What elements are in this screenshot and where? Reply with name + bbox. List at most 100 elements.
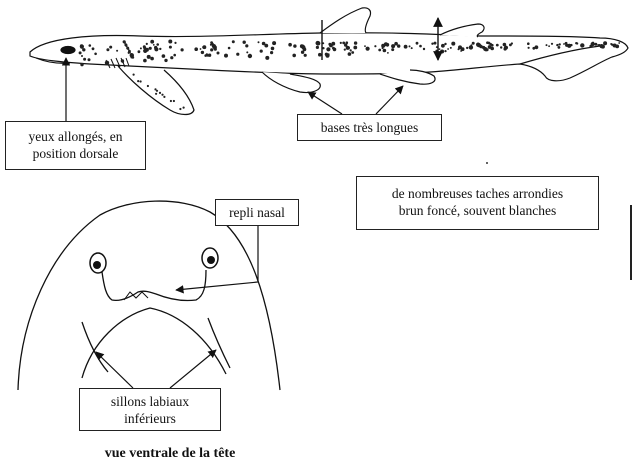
spots-label-line2: brun foncé, souvent blanches bbox=[363, 202, 592, 219]
skin-spot bbox=[340, 42, 342, 44]
nasal-label: repli nasal bbox=[222, 204, 292, 221]
skin-spot bbox=[208, 54, 211, 57]
spots-label-line1: de nombreuses taches arrondies bbox=[363, 185, 592, 202]
skin-spot bbox=[150, 40, 154, 44]
eyes-label-line1: yeux allongés, en bbox=[12, 128, 139, 145]
skin-spot bbox=[213, 45, 217, 49]
skin-spot bbox=[270, 51, 273, 54]
skin-spot bbox=[232, 40, 235, 43]
skin-spot bbox=[439, 48, 441, 50]
skin-spot bbox=[351, 51, 354, 54]
skin-spot bbox=[451, 42, 455, 46]
skin-spot bbox=[170, 56, 173, 59]
skin-spot bbox=[444, 43, 446, 45]
skin-spot bbox=[138, 50, 141, 53]
skin-spot bbox=[411, 47, 413, 49]
skin-spot bbox=[80, 63, 83, 66]
skin-spot bbox=[156, 43, 159, 46]
figure-caption: vue ventrale de la tête bbox=[60, 446, 280, 462]
skin-spot bbox=[328, 53, 330, 55]
skin-spot bbox=[224, 54, 228, 58]
skin-spot bbox=[248, 54, 252, 58]
skin-spot bbox=[179, 108, 181, 110]
skin-spot bbox=[94, 53, 97, 56]
skin-spot bbox=[558, 46, 561, 49]
skin-spot bbox=[292, 54, 296, 58]
skin-spot bbox=[154, 46, 157, 49]
skin-spot bbox=[318, 53, 322, 57]
skin-spot bbox=[147, 85, 149, 87]
groove-pointer-left bbox=[96, 352, 133, 388]
skin-spot bbox=[265, 56, 269, 60]
skin-spot bbox=[210, 48, 213, 51]
skin-spot bbox=[461, 47, 465, 51]
skin-spot bbox=[383, 49, 387, 53]
skin-spot bbox=[546, 44, 548, 46]
skin-spot bbox=[480, 45, 483, 48]
skin-spot bbox=[350, 49, 352, 51]
skin-spot bbox=[592, 42, 595, 45]
skin-spot bbox=[409, 45, 411, 47]
skin-spot bbox=[262, 42, 266, 46]
skin-spot bbox=[243, 41, 246, 44]
bases-label: bases très longues bbox=[304, 119, 435, 136]
skin-spot bbox=[423, 48, 425, 50]
skin-spot bbox=[246, 51, 248, 53]
skin-spot bbox=[486, 41, 489, 44]
skin-spot bbox=[159, 92, 161, 94]
skin-spot bbox=[109, 46, 112, 49]
skin-spot bbox=[364, 45, 366, 47]
skin-spot bbox=[105, 61, 109, 65]
first-dorsal-fin bbox=[320, 8, 371, 33]
skin-spot bbox=[329, 44, 333, 48]
skin-spot bbox=[293, 44, 296, 47]
skin-spot bbox=[484, 48, 488, 52]
skin-spot bbox=[143, 47, 146, 50]
skin-spot bbox=[159, 48, 161, 50]
skin-spot bbox=[202, 46, 205, 49]
grooves-label-line1: sillons labiaux bbox=[86, 393, 214, 410]
skin-spot bbox=[394, 42, 398, 46]
skin-spot bbox=[556, 44, 558, 46]
skin-spot bbox=[496, 44, 499, 47]
skin-spot bbox=[133, 74, 135, 76]
skin-spot bbox=[245, 44, 248, 47]
skin-spot bbox=[353, 46, 357, 50]
second-dorsal-fin bbox=[440, 24, 484, 37]
skin-spot bbox=[391, 44, 395, 48]
skin-spot bbox=[140, 80, 142, 82]
skin-spot bbox=[88, 58, 91, 61]
skin-spot bbox=[116, 50, 118, 52]
skin-spot bbox=[80, 45, 84, 49]
skin-spot bbox=[147, 55, 151, 59]
skin-spot bbox=[563, 43, 565, 45]
skin-spot bbox=[447, 48, 449, 50]
skin-spot bbox=[155, 93, 157, 95]
skin-spot bbox=[384, 42, 388, 46]
skin-spot bbox=[79, 51, 82, 54]
skin-spot bbox=[288, 43, 292, 47]
skin-spot bbox=[272, 41, 276, 45]
skin-spot bbox=[466, 47, 468, 49]
page-edge-mark bbox=[630, 205, 632, 280]
skin-spot bbox=[431, 43, 433, 45]
skin-spot bbox=[168, 40, 172, 44]
groove-pointer-right bbox=[170, 350, 216, 388]
skin-spot bbox=[594, 43, 597, 46]
skin-spot bbox=[344, 43, 347, 46]
skin-spot bbox=[551, 43, 553, 45]
skin-spot bbox=[161, 94, 163, 96]
skin-spot bbox=[92, 47, 95, 50]
skin-spot bbox=[200, 48, 202, 50]
skin-spot bbox=[236, 53, 239, 56]
skin-spot bbox=[570, 44, 572, 46]
bases-label-box: bases très longues bbox=[297, 114, 442, 141]
skin-spot bbox=[491, 44, 494, 47]
skin-spot bbox=[132, 56, 135, 59]
skin-spot bbox=[137, 80, 139, 82]
skin-spot bbox=[106, 48, 109, 51]
skin-spot bbox=[348, 52, 352, 56]
skin-spot bbox=[164, 59, 167, 62]
skin-spot bbox=[469, 45, 473, 49]
skin-spot bbox=[260, 50, 263, 53]
